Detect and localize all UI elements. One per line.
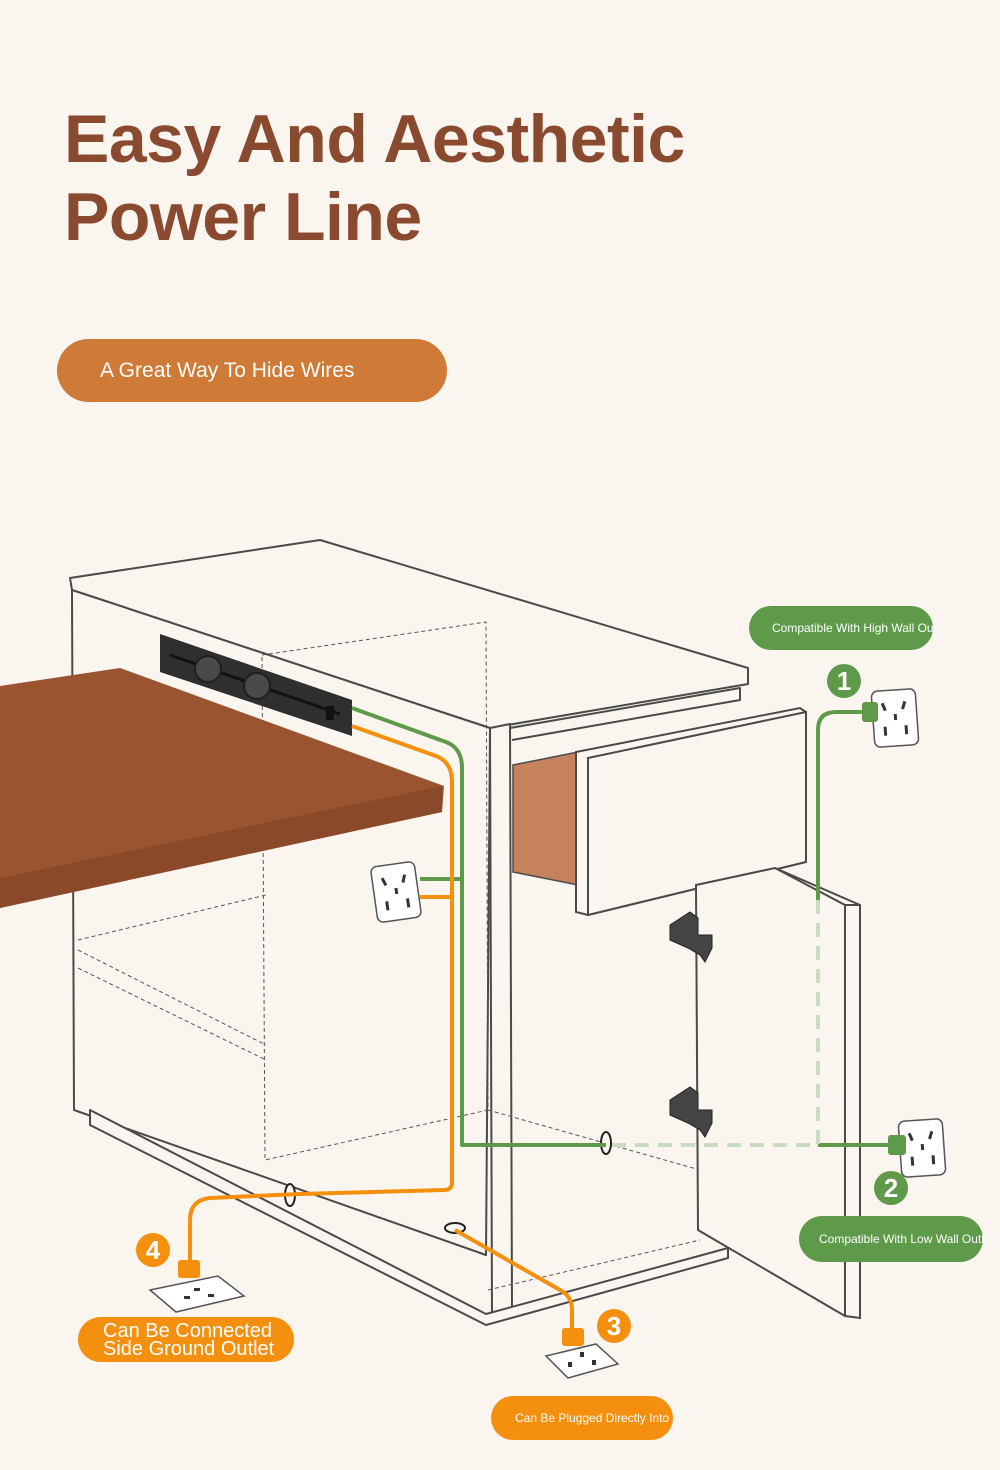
callout-1-label: Compatible With High Wall Ou xyxy=(749,606,933,650)
hinge-icon xyxy=(669,911,713,1138)
green-wire-hidden xyxy=(612,900,820,1147)
callout-4-text-line-1: Can Be Connected xyxy=(103,1319,273,1342)
subtitle-text: A Great Way To Hide Wires xyxy=(100,358,355,382)
callout-2-badge: 2 xyxy=(874,1171,908,1205)
page-title: Easy And Aesthetic Power Line xyxy=(64,100,685,256)
orange-wire xyxy=(188,724,574,1332)
callout-1-text: Compatible With High Wall Ou xyxy=(772,621,933,635)
outlet-icon xyxy=(148,687,947,1379)
subtitle-pill: A Great Way To Hide Wires xyxy=(57,339,447,402)
hidden-lines xyxy=(77,621,701,1291)
drawer-cavity xyxy=(512,751,579,886)
callout-3-badge: 3 xyxy=(597,1309,631,1343)
callout-2-text: Compatible With Low Wall Outl xyxy=(819,1232,983,1246)
callout-4-badge: 4 xyxy=(136,1233,170,1267)
green-wire xyxy=(351,706,890,1147)
callout-4-text-line-2: Side Ground Outlet xyxy=(103,1337,275,1360)
callout-3-text: Can Be Plugged Directly Into T xyxy=(515,1411,673,1425)
callout-1-badge: 1 xyxy=(827,664,861,698)
callout-2-number: 2 xyxy=(883,1172,899,1203)
callout-3-label: Can Be Plugged Directly Into T xyxy=(491,1396,673,1440)
plug-icon xyxy=(178,702,906,1346)
callout-4-label: Can Be Connected Side Ground Outlet xyxy=(78,1317,294,1362)
power-strip-icon xyxy=(160,634,352,736)
title-line-1: Easy And Aesthetic xyxy=(64,101,685,177)
callout-4-number: 4 xyxy=(145,1234,161,1265)
desktop-board xyxy=(0,668,444,908)
callout-2-label: Compatible With Low Wall Outl xyxy=(799,1216,983,1262)
title-line-2: Power Line xyxy=(64,179,422,255)
drawer-front xyxy=(575,706,807,917)
callout-1-number: 1 xyxy=(836,665,852,696)
callout-3-number: 3 xyxy=(606,1310,622,1341)
